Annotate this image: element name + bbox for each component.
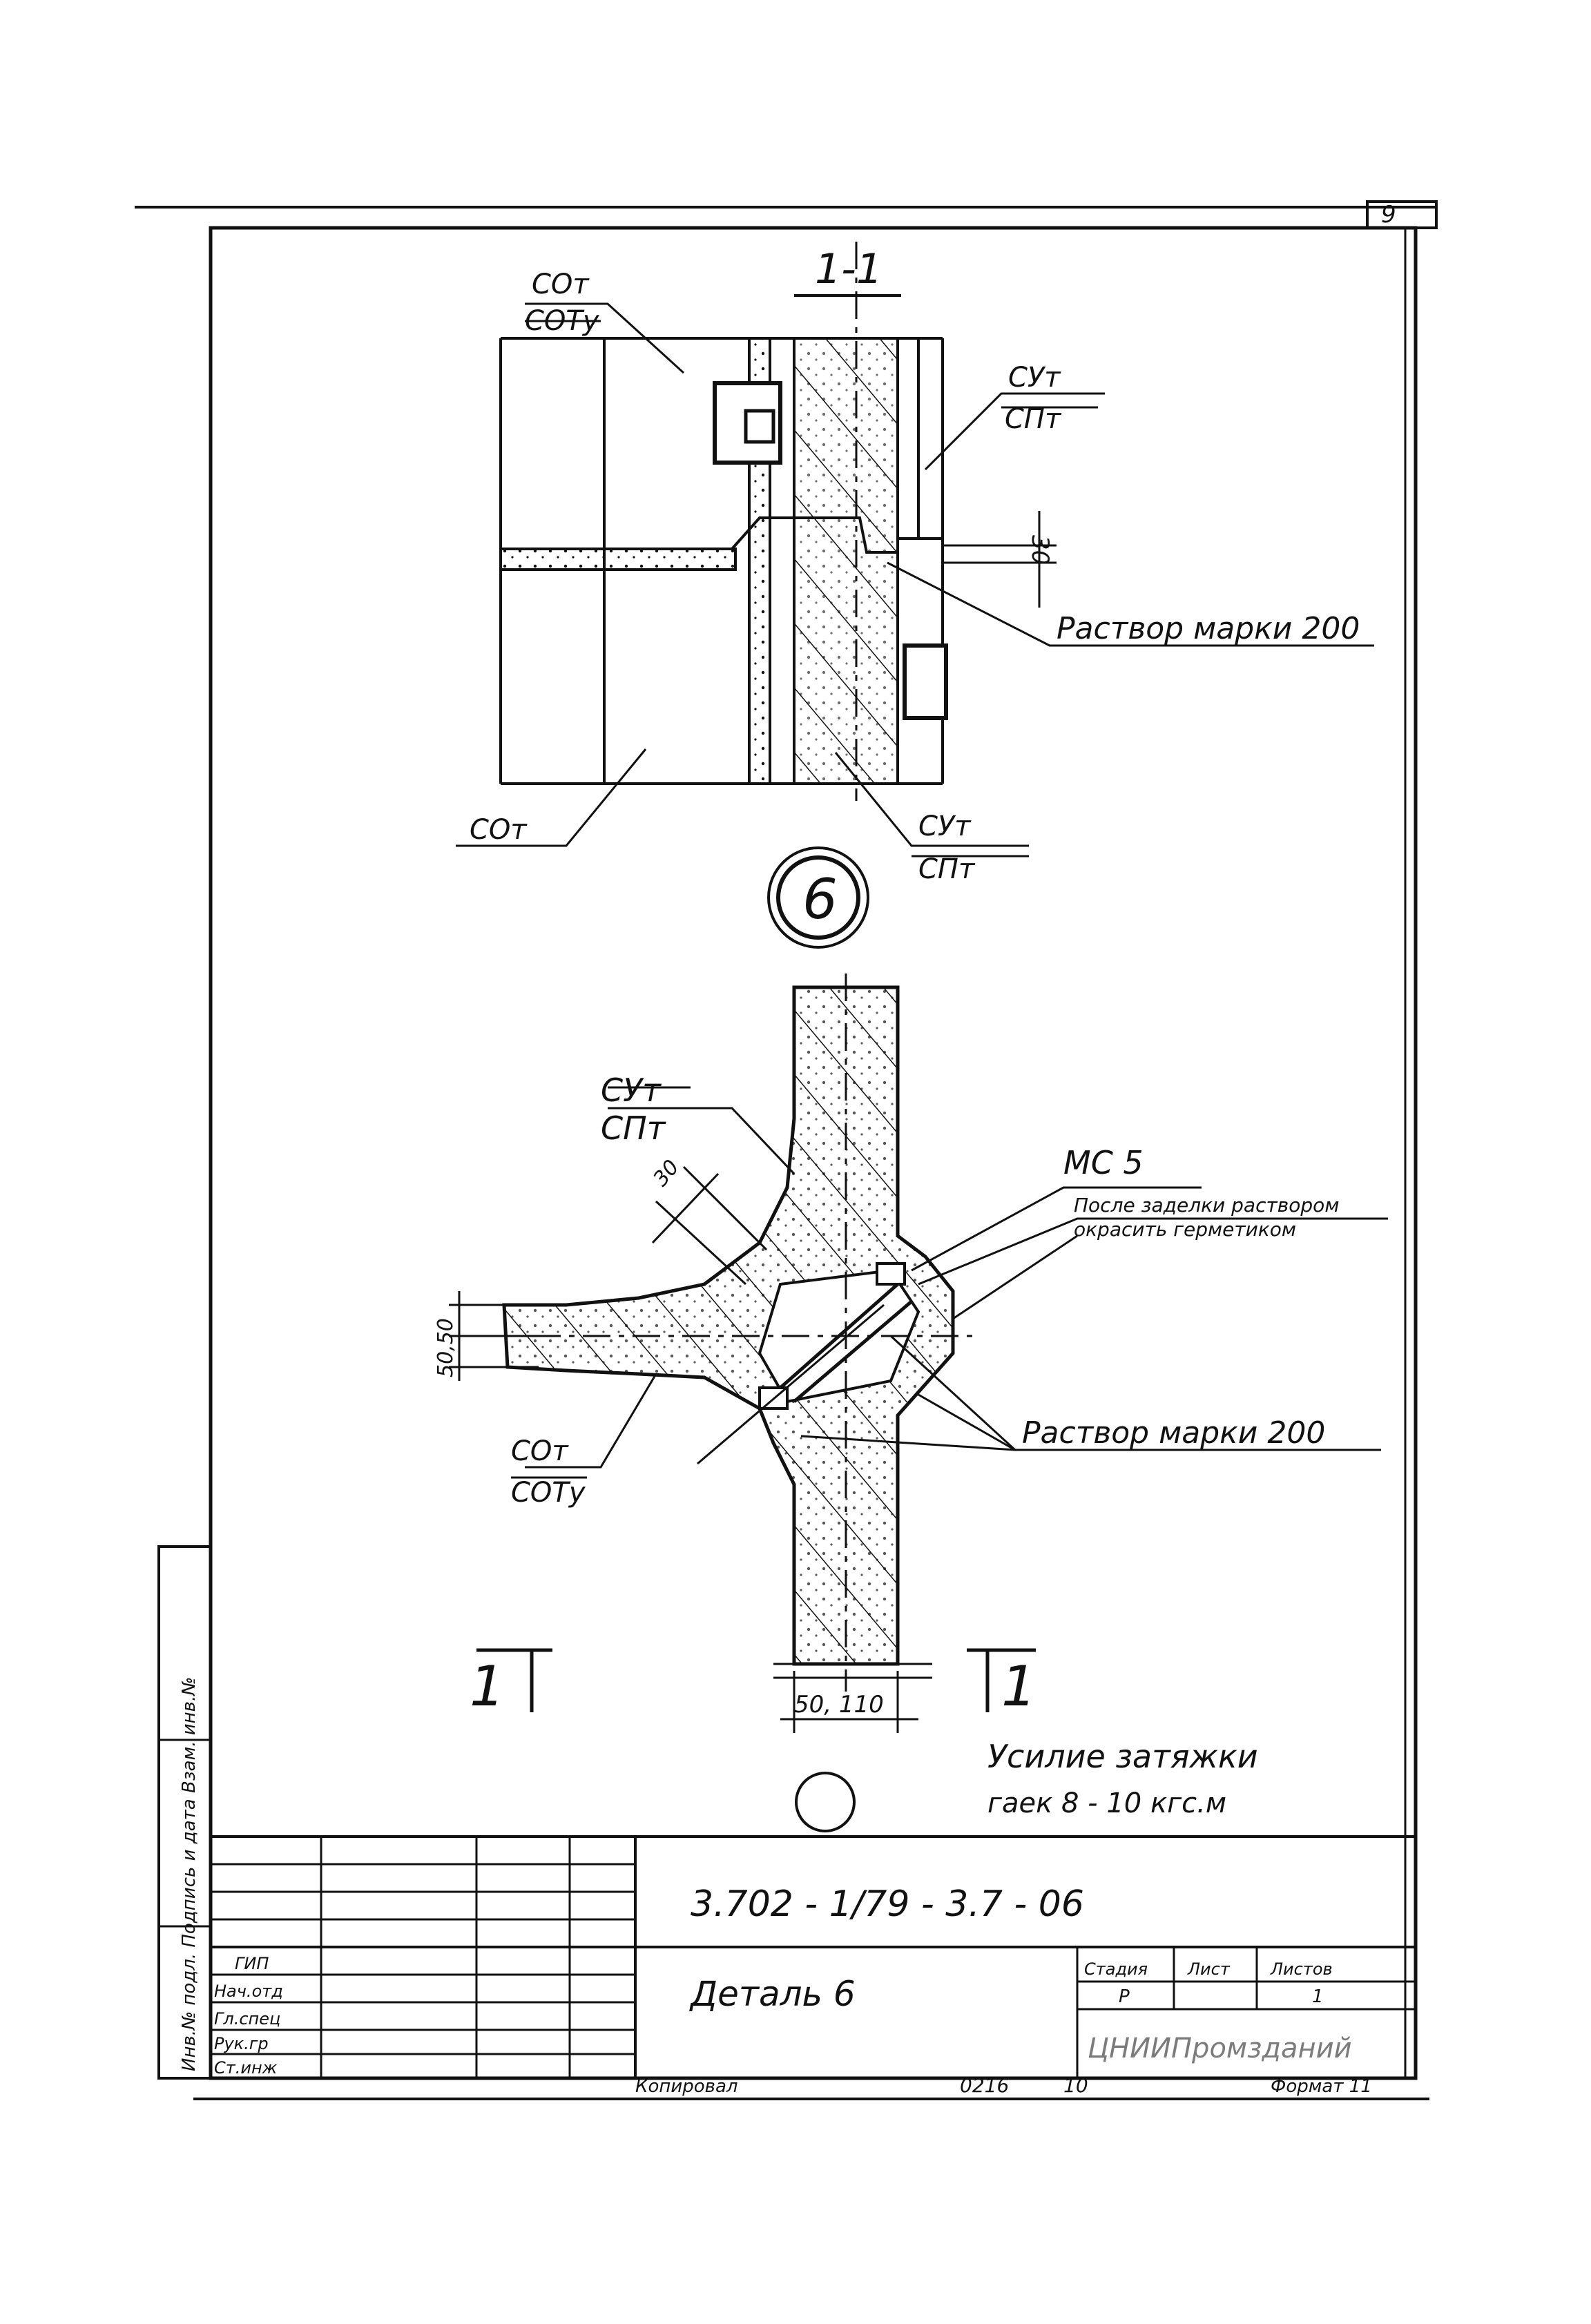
section-label-cotu-top: СОТу bbox=[525, 305, 600, 337]
detail-note-line-2: окрасить герметиком bbox=[1074, 1218, 1296, 1241]
section-mark-left: 1 bbox=[470, 1654, 505, 1718]
role-gip: ГИП bbox=[235, 1954, 269, 1973]
sheet-header: Лист bbox=[1187, 1959, 1231, 1979]
section-1-1-title: 1-1 bbox=[815, 245, 883, 293]
detail-title: Деталь 6 bbox=[689, 1974, 856, 2014]
detail-marker bbox=[767, 846, 869, 949]
detail-label-cut: СУт bbox=[601, 1072, 662, 1109]
stage-value: Р bbox=[1119, 1986, 1130, 2007]
torque-note-line-2: гаек 8 - 10 кгс.м bbox=[987, 1788, 1226, 1819]
section-dim-30: 30 bbox=[1026, 535, 1054, 565]
detail-label-cotu: СОТу bbox=[511, 1477, 586, 1509]
detail-marker-number: 6 bbox=[802, 867, 838, 931]
section-mortar-label: Раствор марки 200 bbox=[1057, 611, 1360, 646]
stage-header: Стадия bbox=[1084, 1959, 1148, 1979]
section-label-cpt-bottom: СПт bbox=[918, 853, 976, 885]
section-label-cpt-right: СПт bbox=[1005, 403, 1062, 435]
detail-label-cpt: СПт bbox=[601, 1110, 666, 1147]
detail-mortar-label: Раствор марки 200 bbox=[1022, 1415, 1325, 1451]
section-mark-right: 1 bbox=[1001, 1654, 1036, 1718]
role-nach-otd: Нач.отд bbox=[214, 1982, 283, 2001]
detail-dim-50-50: 50,50 bbox=[434, 1318, 458, 1377]
detail-dim-30: 30 bbox=[648, 1155, 684, 1191]
detail-6 bbox=[449, 974, 1388, 1832]
detail-dim-bottom: 50, 110 bbox=[794, 1691, 884, 1718]
role-st-inzh: Ст.инж bbox=[214, 2058, 278, 2078]
page-number: 9 bbox=[1381, 201, 1396, 229]
doc-code: 3.702 - 1/79 - 3.7 - 06 bbox=[691, 1884, 1084, 1925]
section-label-cut-right: СУт bbox=[1008, 362, 1061, 394]
bottom-format: Формат 11 bbox=[1271, 2076, 1372, 2097]
section-label-cot-top: СОт bbox=[532, 269, 590, 300]
bottom-copied: Копировал bbox=[635, 2076, 738, 2097]
torque-note-line-1: Усилие затяжки bbox=[987, 1738, 1258, 1775]
bottom-sheet: 10 bbox=[1063, 2074, 1088, 2097]
drawing-frame bbox=[135, 200, 1438, 2100]
detail-note-line-1: После заделки раствором bbox=[1074, 1194, 1339, 1217]
bottom-order: 0216 bbox=[960, 2074, 1009, 2097]
section-label-cut-bottom: СУт bbox=[918, 811, 972, 842]
role-gl-spec: Гл.спец bbox=[214, 2009, 280, 2028]
sheets-header: Листов bbox=[1270, 1959, 1333, 1979]
role-ruk-gr: Рук.гр bbox=[214, 2034, 269, 2053]
section-1-1 bbox=[456, 242, 1374, 858]
side-stamp bbox=[157, 1545, 212, 2080]
sheets-value: 1 bbox=[1312, 1986, 1324, 2007]
side-stamp-text: Инв.№ подл. Подпись и дата Взам. инв.№ bbox=[179, 1677, 200, 2071]
detail-label-cot: СОт bbox=[511, 1435, 569, 1467]
section-label-cot-bottom: СОт bbox=[470, 814, 528, 846]
org-stamp: ЦНИИПромзданий bbox=[1088, 2033, 1352, 2064]
title-block bbox=[211, 1835, 1416, 2078]
detail-ms5: МС 5 bbox=[1063, 1144, 1144, 1181]
